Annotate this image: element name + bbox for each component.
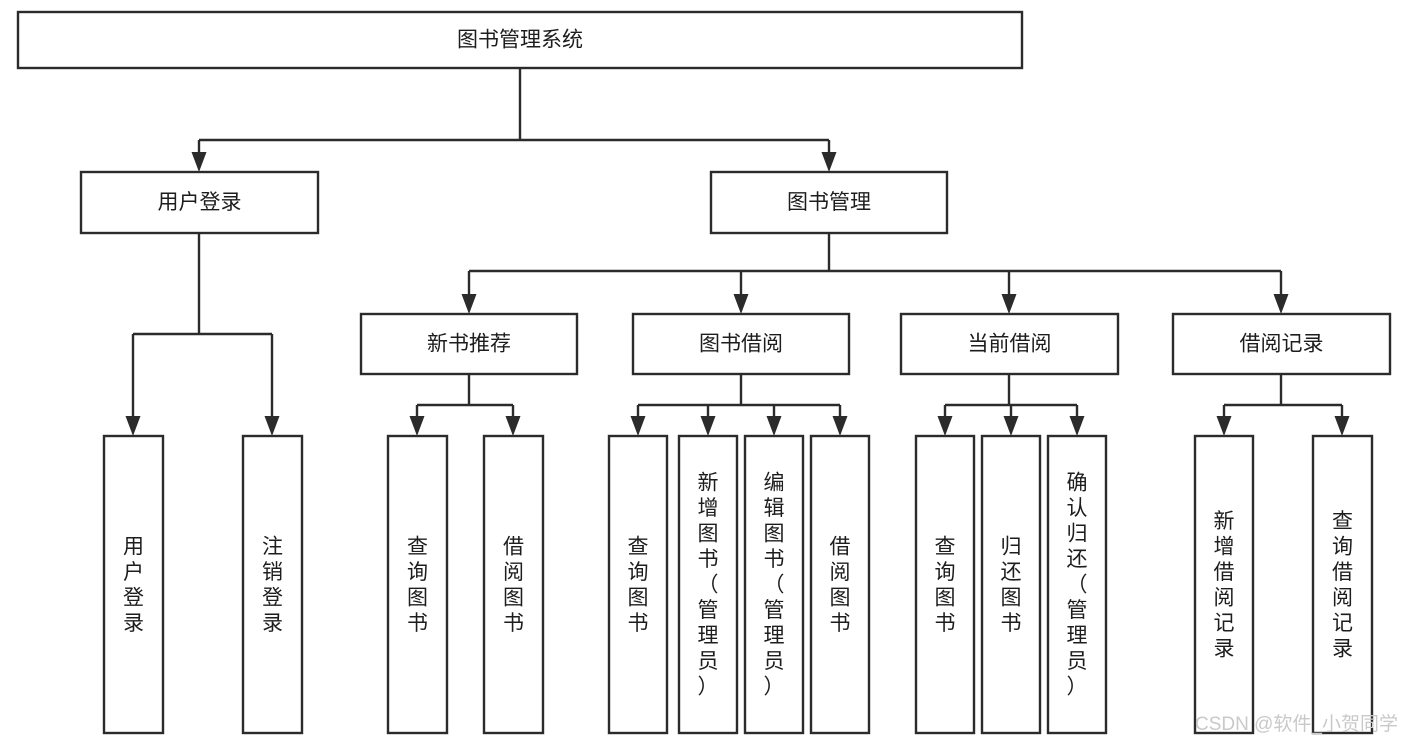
borrow-record-drop-1-arrowhead [1334, 416, 1350, 436]
node-label-current-borrow: 当前借阅 [968, 333, 1052, 356]
node-leaf-logout[interactable]: 注销登录 [241, 434, 304, 735]
node-label-root: 图书管理系统 [457, 29, 583, 52]
node-box-leaf-query-book-recommend[interactable] [386, 434, 449, 735]
root-drop-0-arrowhead [191, 152, 207, 172]
node-leaf-query-borrow-record[interactable]: 查询借阅记录 [1311, 434, 1374, 735]
node-box-leaf-edit-book-admin[interactable] [743, 434, 805, 735]
node-label-user-login: 用户登录 [158, 191, 242, 214]
node-box-leaf-borrow-book[interactable] [809, 434, 871, 735]
book-borrow-drop-3-arrowhead [832, 416, 848, 436]
node-new-book-recommend[interactable]: 新书推荐 [359, 312, 579, 376]
node-box-leaf-query-book-current[interactable] [914, 434, 976, 735]
current-borrow-drop-2-arrowhead [1069, 416, 1085, 436]
node-box-leaf-return-book[interactable] [980, 434, 1042, 735]
node-layer: 图书管理系统用户登录图书管理新书推荐图书借阅当前借阅借阅记录用户登录注销登录查询… [16, 10, 1392, 735]
node-leaf-query-book-borrow[interactable]: 查询图书 [607, 434, 669, 735]
node-box-leaf-add-borrow-record[interactable] [1193, 434, 1255, 735]
node-label-leaf-confirm-return-admin: 确认归还（管理员） [1067, 472, 1088, 699]
node-box-new-book-recommend[interactable] [359, 312, 579, 376]
node-borrow-record[interactable]: 借阅记录 [1171, 312, 1392, 376]
connector-layer [125, 68, 1350, 436]
node-label-leaf-borrow-book-recommend: 借阅图书 [503, 535, 524, 635]
csdn-watermark: CSDN @软件_小贺同学 [1195, 713, 1398, 735]
book-borrow-drop-1-arrowhead [700, 416, 716, 436]
node-leaf-borrow-book[interactable]: 借阅图书 [809, 434, 871, 735]
book-mgmt-drop-0-arrowhead [461, 294, 477, 314]
node-box-book-borrow[interactable] [631, 312, 851, 376]
node-box-leaf-query-borrow-record[interactable] [1311, 434, 1374, 735]
node-label-leaf-logout: 注销登录 [262, 535, 283, 635]
node-box-leaf-user-login[interactable] [102, 434, 165, 735]
node-book-borrow[interactable]: 图书借阅 [631, 312, 851, 376]
current-borrow-drop-1-arrowhead [1003, 416, 1019, 436]
user-login-drop-0-arrowhead [125, 416, 141, 436]
node-leaf-borrow-book-recommend[interactable]: 借阅图书 [482, 434, 545, 735]
node-label-book-management: 图书管理 [787, 191, 871, 214]
node-leaf-confirm-return-admin[interactable]: 确认归还（管理员） [1046, 434, 1108, 735]
book-mgmt-drop-1-arrowhead [733, 294, 749, 314]
node-box-user-login[interactable] [79, 170, 320, 235]
node-box-leaf-add-book-admin[interactable] [677, 434, 739, 735]
node-label-leaf-query-book-recommend: 查询图书 [407, 535, 428, 635]
node-leaf-user-login[interactable]: 用户登录 [102, 434, 165, 735]
node-box-current-borrow[interactable] [899, 312, 1120, 376]
node-box-root[interactable] [16, 10, 1024, 70]
borrow-record-drop-0-arrowhead [1216, 416, 1232, 436]
node-label-new-book-recommend: 新书推荐 [427, 333, 511, 356]
node-leaf-add-borrow-record[interactable]: 新增借阅记录 [1193, 434, 1255, 735]
node-user-login[interactable]: 用户登录 [79, 170, 320, 235]
current-borrow-drop-0-arrowhead [937, 416, 953, 436]
node-book-management[interactable]: 图书管理 [709, 170, 949, 235]
node-box-leaf-borrow-book-recommend[interactable] [482, 434, 545, 735]
node-label-leaf-return-book: 归还图书 [1001, 535, 1022, 635]
node-leaf-query-book-current[interactable]: 查询图书 [914, 434, 976, 735]
node-leaf-query-book-recommend[interactable]: 查询图书 [386, 434, 449, 735]
node-leaf-add-book-admin[interactable]: 新增图书（管理员） [677, 434, 739, 735]
node-box-book-management[interactable] [709, 170, 949, 235]
node-label-leaf-user-login: 用户登录 [123, 535, 144, 635]
root-drop-1-arrowhead [821, 152, 837, 172]
node-label-leaf-query-book-current: 查询图书 [935, 535, 956, 635]
node-root[interactable]: 图书管理系统 [16, 10, 1024, 70]
node-label-leaf-borrow-book: 借阅图书 [830, 535, 851, 635]
node-leaf-return-book[interactable]: 归还图书 [980, 434, 1042, 735]
node-label-book-borrow: 图书借阅 [699, 333, 783, 356]
user-login-drop-1-arrowhead [264, 416, 280, 436]
book-mgmt-drop-3-arrowhead [1273, 294, 1289, 314]
new-book-recommend-drop-0-arrowhead [409, 416, 425, 436]
node-label-borrow-record: 借阅记录 [1240, 333, 1324, 356]
node-box-leaf-query-book-borrow[interactable] [607, 434, 669, 735]
node-label-leaf-add-borrow-record: 新增借阅记录 [1214, 510, 1235, 661]
node-label-leaf-query-borrow-record: 查询借阅记录 [1332, 510, 1353, 661]
book-borrow-drop-2-arrowhead [766, 416, 782, 436]
book-borrow-drop-0-arrowhead [630, 416, 646, 436]
node-box-leaf-logout[interactable] [241, 434, 304, 735]
node-label-leaf-add-book-admin: 新增图书（管理员） [698, 472, 719, 699]
node-label-leaf-query-book-borrow: 查询图书 [628, 535, 649, 635]
node-current-borrow[interactable]: 当前借阅 [899, 312, 1120, 376]
book-mgmt-drop-2-arrowhead [1001, 294, 1017, 314]
node-leaf-edit-book-admin[interactable]: 编辑图书（管理员） [743, 434, 805, 735]
node-box-leaf-confirm-return-admin[interactable] [1046, 434, 1108, 735]
node-label-leaf-edit-book-admin: 编辑图书（管理员） [764, 472, 785, 699]
node-box-borrow-record[interactable] [1171, 312, 1392, 376]
new-book-recommend-drop-1-arrowhead [505, 416, 521, 436]
